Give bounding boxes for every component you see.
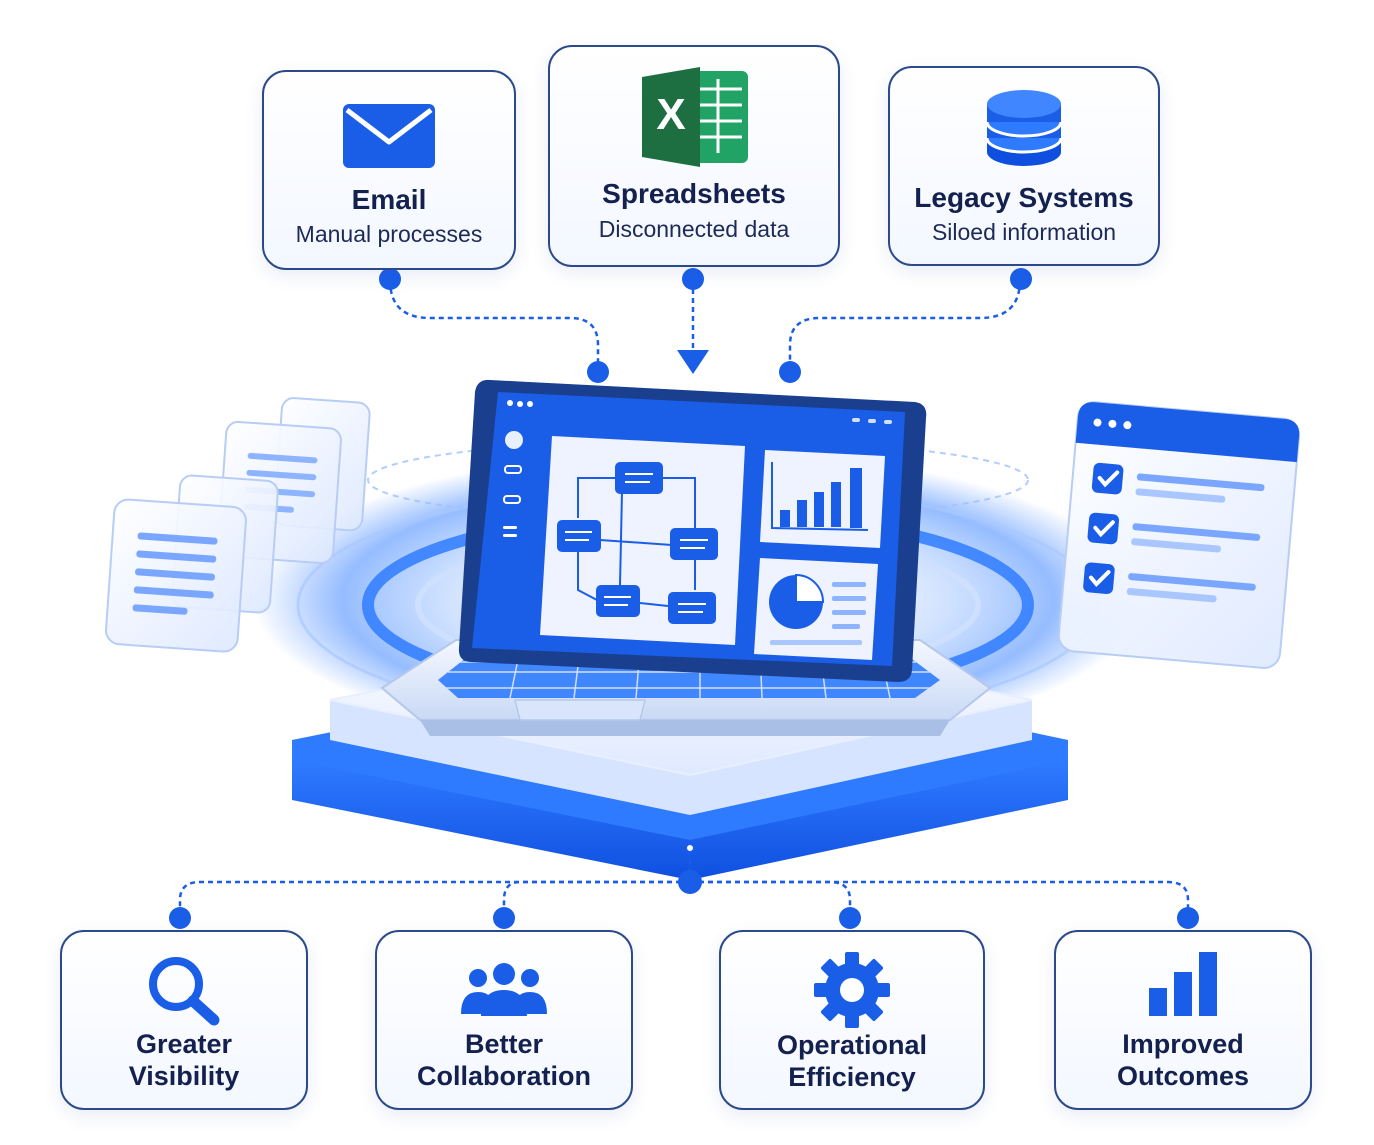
- source-card-legacy-systems: Legacy Systems Siloed information: [888, 66, 1160, 266]
- outcome-card-visibility: Greater Visibility: [60, 930, 308, 1110]
- database-icon: [985, 90, 1063, 166]
- magnifier-icon: [149, 957, 220, 1026]
- input-connectors: [388, 279, 1022, 372]
- outcome-line1: Operational: [776, 1030, 928, 1060]
- flowchart: [557, 462, 718, 624]
- outcome-line2: Collaboration: [417, 1061, 591, 1091]
- excel-icon: X: [642, 67, 748, 167]
- envelope-icon: [343, 104, 435, 168]
- source-subtitle: Manual processes: [295, 221, 483, 247]
- outcome-line2: Efficiency: [788, 1062, 916, 1092]
- source-title: Legacy Systems: [914, 182, 1134, 213]
- source-title: Spreadsheets: [602, 178, 786, 209]
- mini-pie-chart: [769, 573, 866, 645]
- output-connectors: [178, 850, 1190, 918]
- source-card-email: Email Manual processes: [262, 70, 516, 270]
- trackpad: [514, 699, 646, 721]
- bar-chart-icon: [1149, 952, 1217, 1016]
- outcome-line1: Improved: [1122, 1029, 1244, 1059]
- checkbox-icon: [1083, 562, 1256, 603]
- gear-icon: [814, 952, 890, 1028]
- outcome-card-outcomes: Improved Outcomes: [1054, 930, 1312, 1110]
- outcome-line1: Greater: [135, 1029, 233, 1059]
- source-subtitle: Siloed information: [931, 219, 1117, 245]
- outcome-line2: Outcomes: [1116, 1061, 1250, 1091]
- checklist-panel-right: [1057, 401, 1301, 669]
- excel-letter: X: [656, 90, 685, 139]
- outcome-card-efficiency: Operational Efficiency: [719, 930, 985, 1110]
- outcome-card-collaboration: Better Collaboration: [375, 930, 633, 1110]
- source-card-spreadsheets: X Spreadsheets Disconnected data: [548, 45, 840, 267]
- document-stack-left: [105, 397, 371, 653]
- checkbox-icon: [1091, 462, 1265, 503]
- outcome-line2: Visibility: [128, 1061, 240, 1091]
- checkbox-icon: [1087, 512, 1261, 553]
- connector-dots-top: [379, 268, 1032, 383]
- source-title: Email: [351, 184, 427, 215]
- outcome-line1: Better: [464, 1029, 544, 1059]
- mini-bar-chart: [771, 462, 869, 531]
- source-subtitle: Disconnected data: [598, 216, 790, 242]
- laptop: [380, 379, 992, 736]
- team-icon: [461, 963, 547, 1016]
- connector-dots-bottom: [169, 843, 1199, 929]
